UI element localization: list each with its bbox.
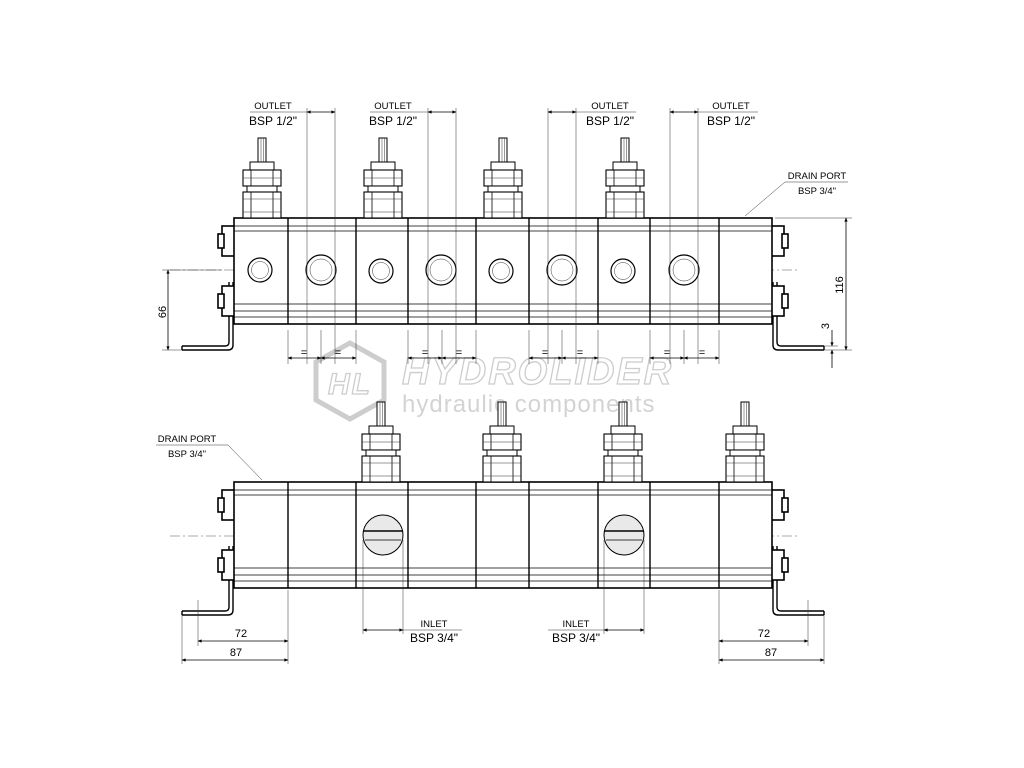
top-drain-label: DRAIN PORT [788,171,847,182]
top-drain-leader [744,181,848,217]
bottom-drain-leader [156,444,263,481]
top-ports [247,254,700,286]
svg-text:=: = [542,347,548,359]
svg-text:=: = [335,347,341,359]
outlet-spec-4: BSP 1/2" [707,114,755,128]
outlet-extension-lines [287,108,720,364]
dim-116: 116 [834,276,846,294]
dim-3: 3 [820,323,832,329]
svg-text:=: = [422,347,428,359]
outlet-label-3: OUTLET [591,101,629,112]
top-drain-spec: BSP 3/4" [798,186,836,197]
height-dims [162,217,852,368]
bottom-view: DRAIN PORT BSP 3/4" INLET BSP 3/4" INLET… [156,401,825,664]
svg-text:=: = [577,347,583,359]
inlet-label-1: INLET [421,619,448,630]
outlet-spec-3: BSP 1/2" [586,114,634,128]
right-length-dims [718,590,825,664]
bottom-drain-spec: BSP 3/4" [168,449,206,460]
outlet-label-4: OUTLET [712,101,750,112]
bottom-right-bracket [772,546,825,616]
rear-fitting-1 [361,401,401,483]
outlet-fitting-3 [483,137,523,219]
outlet-fitting-4 [605,137,645,219]
outlet-fitting-1 [242,137,282,219]
outlet-fitting-2 [363,137,403,219]
svg-text:=: = [456,347,462,359]
bottom-left-bracket [181,546,234,616]
inlet-spec-2: BSP 3/4" [552,631,600,645]
inlet-spec-1: BSP 3/4" [410,631,458,645]
watermark-brand: HYDROLIDER [402,351,673,393]
dim-72-left: 72 [235,628,247,640]
svg-text:=: = [301,347,307,359]
svg-text:=: = [699,347,705,359]
outlet-label-1: OUTLET [254,101,292,112]
inlet-extension-lines [362,540,645,634]
inlet-port-1 [362,514,404,556]
outlet-spec-1: BSP 1/2" [249,114,297,128]
equal-marks: = = = = = = = = [301,347,705,359]
dim-66: 66 [157,306,169,318]
left-length-dims [181,590,289,664]
inlet-port-2 [603,514,645,556]
top-view: OUTLET BSP 1/2" OUTLET BSP 1/2" OUTLET B… [157,101,852,368]
logo-letters: HL [328,368,372,401]
bottom-section-dividers [287,482,720,588]
outlet-label-2: OUTLET [374,101,412,112]
inlet-label-2: INLET [563,619,590,630]
dim-87-left: 87 [230,647,242,659]
logo-hexagon-icon [313,340,387,422]
top-side-bolts [217,225,789,317]
outlet-spec-2: BSP 1/2" [369,114,417,128]
top-section-dividers [287,218,720,324]
dim-72-right: 72 [758,628,770,640]
rear-fitting-4 [725,401,765,483]
bottom-manifold-body [233,481,773,589]
svg-text:=: = [664,347,670,359]
bottom-drain-label: DRAIN PORT [158,434,217,445]
bottom-side-bolts [217,489,789,581]
dim-87-right: 87 [765,647,777,659]
left-bracket [181,282,234,351]
right-bracket [772,282,825,351]
watermark-tagline: hydraulic components [402,391,655,418]
